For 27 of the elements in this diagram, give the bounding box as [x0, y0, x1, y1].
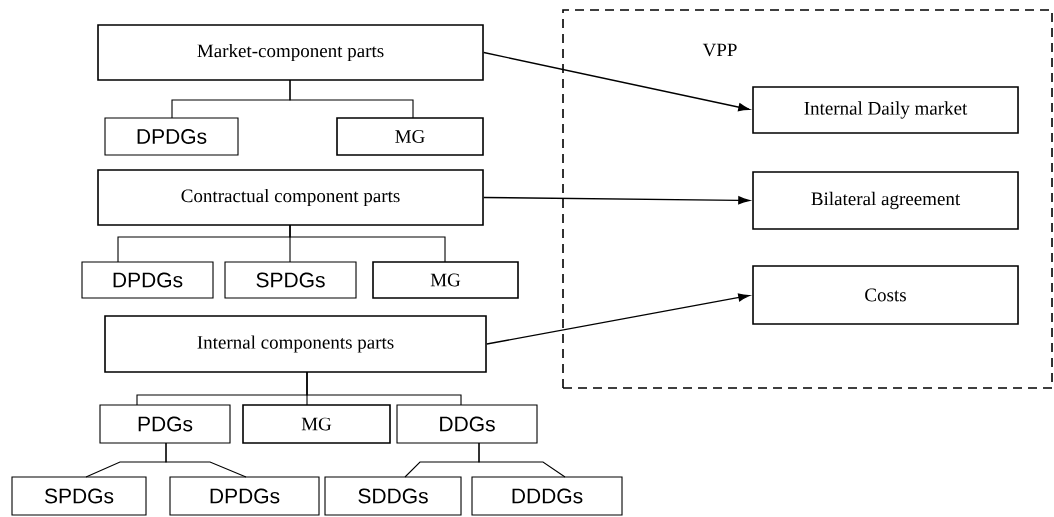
- process-box: SDDGs: [324, 476, 462, 516]
- process-box: MG: [336, 117, 484, 156]
- process-box: DPDGs: [81, 261, 214, 299]
- connector-line: [478, 442, 566, 478]
- arrow: [483, 51, 750, 112]
- connector-line: [306, 371, 462, 406]
- process-box: Bilateral agreement: [752, 171, 1019, 230]
- process-box: MG: [372, 261, 519, 299]
- process-box: Market-component parts: [97, 24, 484, 81]
- process-box: DDGs: [396, 404, 538, 444]
- process-box: DPDGs: [104, 117, 239, 156]
- process-box: Internal components parts: [104, 315, 487, 373]
- process-box: Contractual component parts: [97, 169, 484, 226]
- process-box: DPDGs: [169, 476, 320, 516]
- process-box: SPDGs: [11, 476, 147, 516]
- process-box: DDDGs: [471, 476, 623, 516]
- process-box: SPDGs: [224, 261, 357, 299]
- arrow: [486, 293, 750, 345]
- process-box: Costs: [752, 265, 1019, 325]
- connector-line: [289, 79, 414, 119]
- process-box: PDGs: [99, 404, 231, 444]
- connector-line: [165, 442, 247, 478]
- arrow: [483, 196, 750, 205]
- process-box: Internal Daily market: [752, 86, 1019, 134]
- group-label: VPP: [702, 43, 737, 57]
- connector-line: [289, 224, 446, 263]
- process-box: MG: [242, 404, 391, 444]
